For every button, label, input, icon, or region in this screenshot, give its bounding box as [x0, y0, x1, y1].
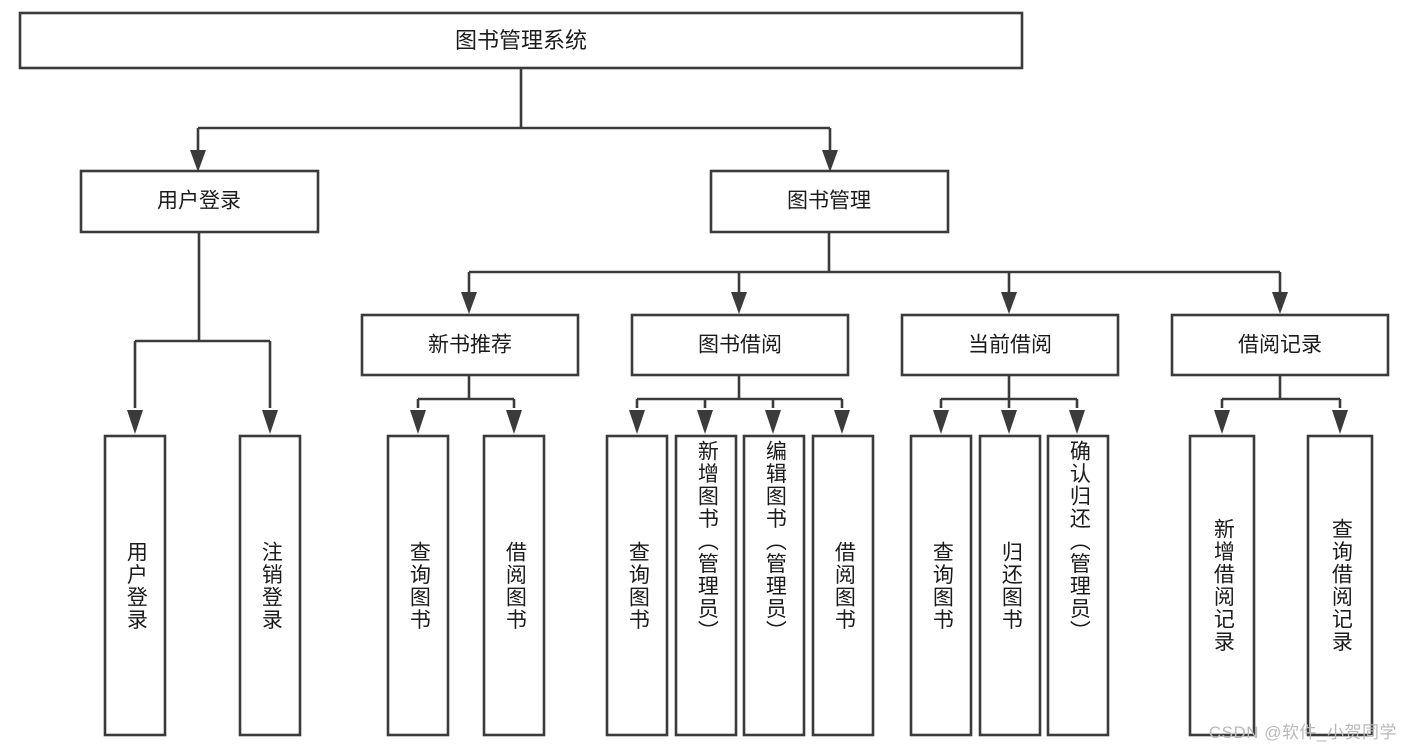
leaf-box-query-book-3[interactable] [909, 434, 973, 737]
arrow-head-leaf-confirm-return [1069, 410, 1085, 434]
node-borrow-records-label: 借阅记录 [1238, 334, 1322, 357]
arrow-head-leaf-logout [262, 410, 278, 434]
arrow-head-leaf-edit-book [765, 410, 781, 434]
arrow-head-leaf-add-record [1214, 410, 1230, 434]
leaf-box-edit-book[interactable] [742, 434, 806, 737]
connector-currentborrow-to-leaves [933, 375, 1085, 434]
connector-bookmanage-to-level2 [461, 232, 1288, 314]
node-user-login[interactable]: 用户登录 [79, 169, 320, 234]
leaf-box-add-record[interactable] [1188, 434, 1256, 737]
leaf-box-add-book[interactable] [674, 434, 738, 737]
arrow-head-leaf-query-book-2 [629, 410, 645, 434]
connector-bookborrow-to-leaves [629, 375, 850, 434]
leaf-box-borrow-book-2[interactable] [811, 434, 875, 737]
leaf-box-return-book[interactable] [978, 434, 1042, 737]
csdn-watermark: CSDN @软件_小贺同学 [1208, 723, 1397, 742]
node-user-login-label: 用户登录 [157, 190, 241, 213]
arrow-head-leaf-user-login [127, 410, 143, 434]
leaf-box-borrow-book-1[interactable] [482, 434, 546, 737]
arrow-head-leaf-borrow-book-2 [834, 410, 850, 434]
arrow-head-book-borrow [731, 292, 747, 314]
leaf-box-query-book-2[interactable] [605, 434, 669, 737]
node-book-borrow[interactable]: 图书借阅 [630, 313, 850, 377]
arrow-head-leaf-return-book [1001, 410, 1017, 434]
arrow-head-leaf-query-book-3 [933, 410, 949, 434]
connector-borrowrecord-to-leaves [1214, 375, 1348, 434]
leaf-box-logout[interactable] [238, 434, 302, 737]
arrow-head-leaf-borrow-book-1 [506, 410, 522, 434]
arrow-head-book-manage [822, 150, 838, 172]
connector-newbook-to-leaves [410, 375, 522, 434]
node-new-book-recommend[interactable]: 新书推荐 [360, 313, 580, 377]
leaf-box-user-login[interactable] [103, 434, 167, 737]
node-borrow-records[interactable]: 借阅记录 [1170, 313, 1390, 377]
node-root-label: 图书管理系统 [455, 28, 587, 53]
leaf-box-query-book-1[interactable] [386, 434, 450, 737]
node-new-book-recommend-label: 新书推荐 [428, 334, 512, 357]
connector-userlogin-to-leaves [127, 232, 278, 434]
leaf-box-query-record[interactable] [1306, 434, 1374, 737]
arrow-head-new-book [461, 292, 477, 314]
node-root-system[interactable]: 图书管理系统 [18, 11, 1024, 70]
arrow-head-leaf-query-record [1332, 410, 1348, 434]
arrow-head-user-login [190, 150, 206, 172]
node-book-management-label: 图书管理 [787, 190, 871, 213]
node-current-borrow-label: 当前借阅 [968, 334, 1052, 357]
node-current-borrow[interactable]: 当前借阅 [900, 313, 1120, 377]
arrow-head-leaf-add-book [697, 410, 713, 434]
arrow-head-borrow-record [1272, 292, 1288, 314]
node-book-management[interactable]: 图书管理 [709, 169, 950, 234]
node-book-borrow-label: 图书借阅 [698, 334, 782, 357]
arrow-head-leaf-query-book-1 [410, 410, 426, 434]
connector-root-to-level1 [190, 68, 838, 172]
leaf-box-confirm-return[interactable] [1046, 434, 1110, 737]
arrow-head-current-borrow [1001, 292, 1017, 314]
